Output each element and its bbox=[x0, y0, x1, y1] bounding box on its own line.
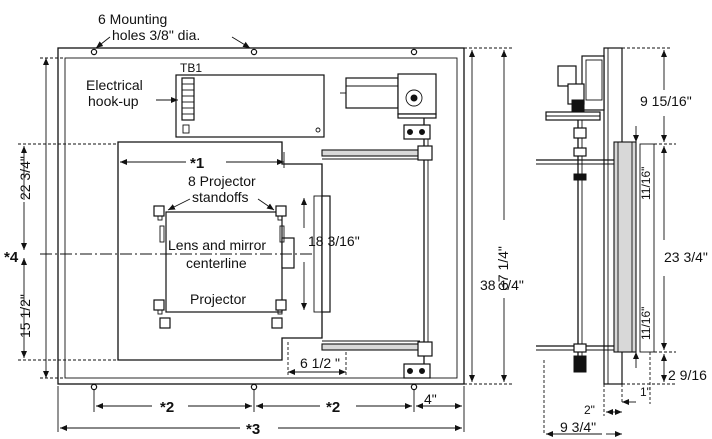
mirror bbox=[321, 195, 331, 313]
dim-star-2a: *2 bbox=[160, 399, 174, 416]
dim-star-2b: *2 bbox=[326, 399, 340, 416]
label-electrical-1: Electrical bbox=[86, 77, 143, 93]
upper-roller bbox=[321, 149, 421, 157]
dim-star-4: *4 bbox=[4, 249, 19, 266]
mounting-hole bbox=[250, 383, 258, 391]
side-motor bbox=[557, 65, 577, 87]
label-lens-1: Lens and mirror bbox=[168, 237, 266, 253]
dim-15-1-2: 15 1/2" bbox=[17, 294, 33, 338]
label-electrical-2: hook-up bbox=[88, 93, 139, 109]
bracket bbox=[403, 124, 431, 140]
label-mounting-holes-2: holes 3/8" dia. bbox=[112, 27, 200, 43]
front-view bbox=[18, 36, 512, 432]
label-lens-2: centerline bbox=[186, 255, 247, 271]
side-screen-panel bbox=[613, 141, 637, 353]
label-tb1: TB1 bbox=[180, 61, 202, 75]
standoff bbox=[153, 299, 165, 311]
side-view bbox=[536, 47, 676, 437]
dim-22-3-4: 22 3/4" bbox=[17, 156, 33, 200]
gearbox bbox=[397, 73, 437, 115]
electrical-box bbox=[175, 74, 325, 138]
label-standoffs-2: standoffs bbox=[192, 189, 249, 205]
dim-37-1-4: 37 1/4" bbox=[495, 246, 511, 290]
dim-6-1-2: 6 1/2 " bbox=[300, 355, 340, 371]
dim-38-1-4: 38 1/4" bbox=[480, 277, 524, 293]
dim-11-16-bottom: 11/16" bbox=[639, 307, 653, 340]
terminal-block bbox=[181, 77, 195, 121]
label-mounting-holes-1: 6 Mounting bbox=[98, 11, 167, 27]
screen-opening bbox=[117, 141, 323, 361]
inner-frame bbox=[64, 57, 458, 379]
dim-2: 2" bbox=[584, 403, 595, 417]
mounting-hole bbox=[90, 383, 98, 391]
dim-star-3: *3 bbox=[246, 421, 260, 438]
mounting-hole bbox=[90, 48, 98, 56]
dim-star-1: *1 bbox=[190, 155, 204, 172]
standoff bbox=[275, 205, 287, 217]
dim-11-16-top: 11/16" bbox=[639, 167, 653, 200]
standoff bbox=[159, 317, 171, 329]
standoff bbox=[275, 299, 287, 311]
projector-lens bbox=[281, 237, 295, 269]
text-labels: 6 Mounting holes 3/8" dia. TB1 Electrica… bbox=[4, 11, 708, 438]
dim-9-3-4: 9 3/4" bbox=[560, 419, 596, 435]
lower-bracket bbox=[403, 363, 431, 379]
dim-18-3-16: 18 3/16" bbox=[308, 233, 360, 249]
mounting-hole bbox=[250, 48, 258, 56]
mounting-hole bbox=[410, 48, 418, 56]
dim-4: 4" bbox=[424, 391, 437, 407]
dim-23-3-4: 23 3/4" bbox=[664, 249, 708, 265]
standoff bbox=[153, 205, 165, 217]
outer-frame bbox=[57, 47, 465, 385]
lower-roller bbox=[321, 343, 421, 351]
motor bbox=[345, 77, 399, 109]
dim-1: 1" bbox=[640, 385, 651, 399]
dim-9-15-16: 9 15/16" bbox=[640, 93, 692, 109]
mounting-hole bbox=[410, 383, 418, 391]
dim-2-9-16: 2 9/16 bbox=[668, 367, 707, 383]
projector-body bbox=[165, 211, 283, 313]
label-projector: Projector bbox=[190, 291, 246, 307]
label-standoffs-1: 8 Projector bbox=[188, 173, 256, 189]
standoff bbox=[271, 317, 283, 329]
